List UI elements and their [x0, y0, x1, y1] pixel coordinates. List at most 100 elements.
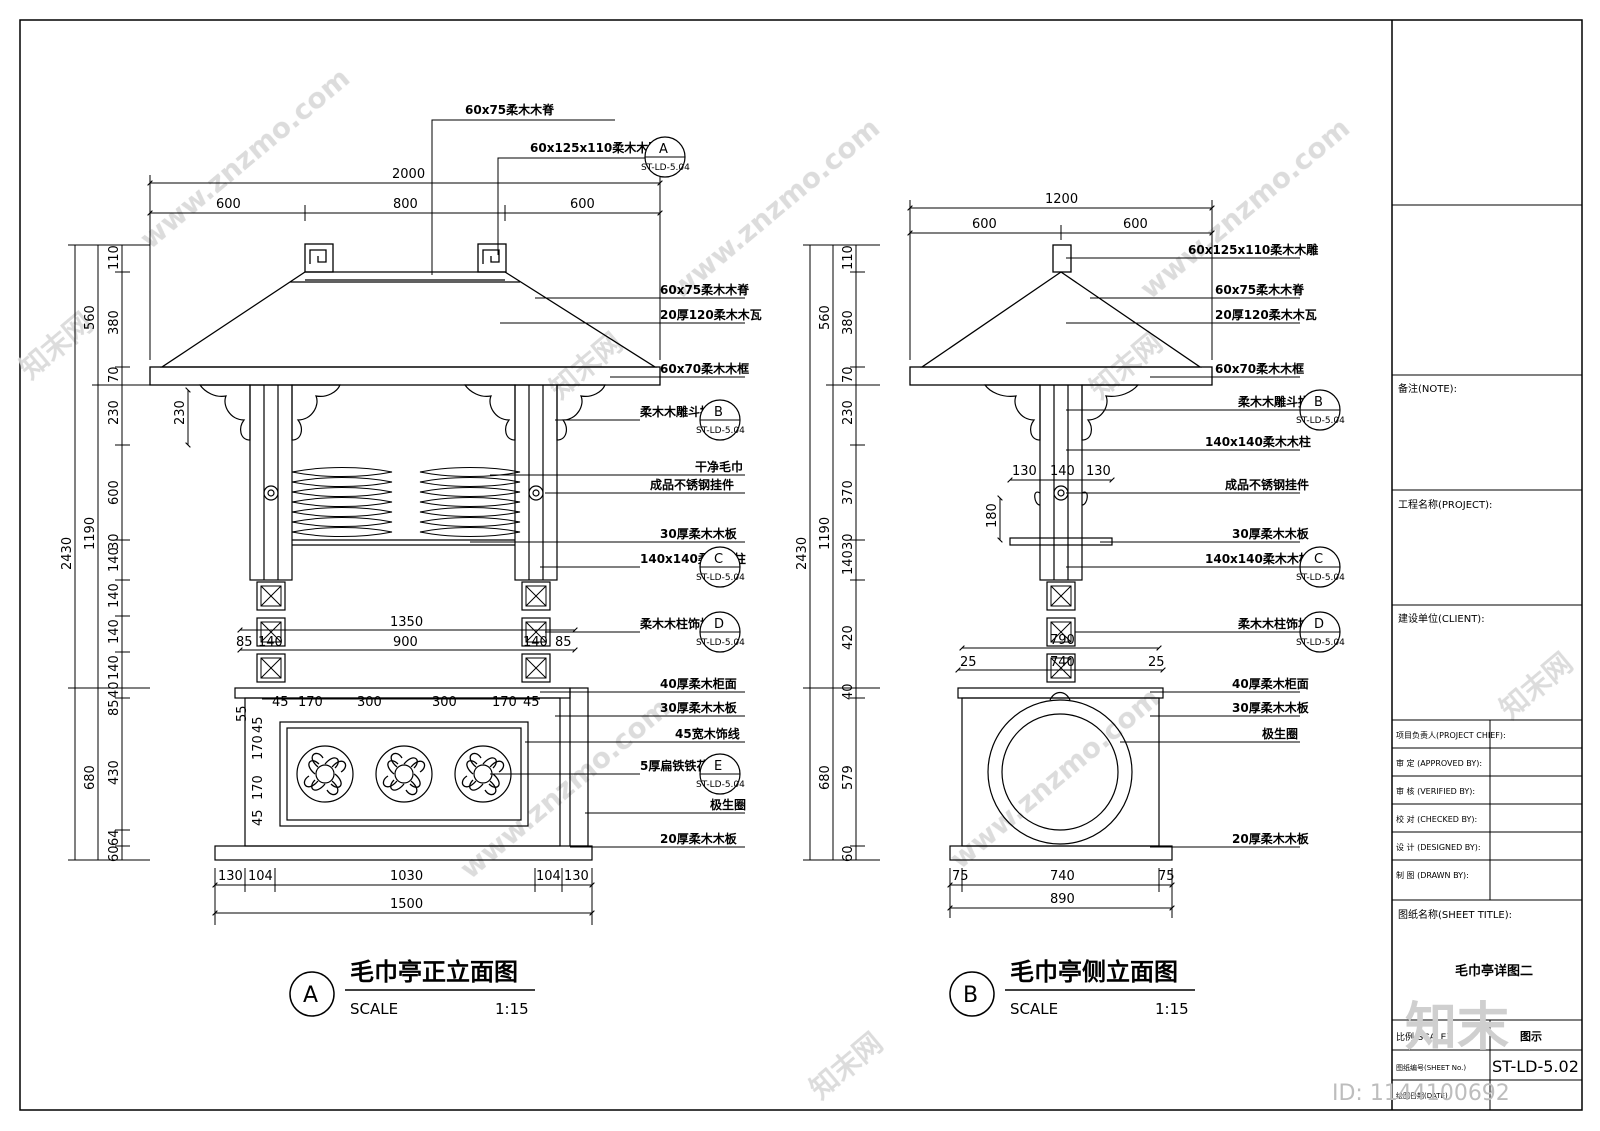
sheet-frame — [19, 19, 1583, 1111]
elev-b-vdim-420: 420 — [841, 625, 856, 650]
elev-b-title-block: B 毛巾亭侧立面图 SCALE 1:15 — [949, 958, 1195, 1018]
elev-a-vdim-85: 85 — [107, 699, 122, 716]
elev-a-left-dims — [68, 244, 150, 861]
elev-b-bottom-dims — [947, 868, 1175, 918]
tb-row-drawn: 制 图 (DRAWN BY): — [1396, 870, 1469, 880]
elev-a-callout-lines — [470, 297, 745, 848]
elev-b-callout-post-block: 柔木木柱饰块 — [1237, 616, 1311, 631]
elev-b-left-dims — [803, 244, 880, 861]
tb-row-chief: 项目负责人(PROJECT CHIEF): — [1396, 730, 1506, 740]
elev-a-ref-b-sheet: ST-LD-5.04 — [696, 426, 745, 436]
elev-a-callout-iron: 5厚扁铁铁花 — [640, 758, 708, 773]
elev-a-vdim-140d: 140 — [107, 655, 122, 680]
elev-b-ref-d-letter: D — [1314, 617, 1324, 632]
elev-b-callout-post-top: 140x140柔木木柱 — [1205, 434, 1311, 449]
elev-a-dim-85a: 85 — [236, 635, 253, 650]
elev-a-panel-dim-45a: 45 — [272, 695, 289, 710]
elev-a-panel-dim-45b: 45 — [523, 695, 540, 710]
tb-sheet-no: ST-LD-5.02 — [1492, 1057, 1579, 1076]
elev-b-ref-c-sheet: ST-LD-5.04 — [1296, 573, 1345, 583]
elev-a-dim-140a: 140 — [258, 635, 283, 650]
elev-b-ref-d-sheet: ST-LD-5.04 — [1296, 638, 1345, 648]
watermark-site-4: www.znzmo.com — [453, 691, 676, 885]
elev-a-dim-900: 900 — [393, 635, 418, 650]
elev-b-callout-ring: 极生圈 — [1262, 726, 1298, 741]
elev-b-vdim-230: 230 — [841, 400, 856, 425]
elev-a-vdim-600: 600 — [107, 480, 122, 505]
elev-a-panel-dim-300a: 300 — [357, 695, 382, 710]
elev-b-callout-frame: 60x70柔木木框 — [1215, 361, 1304, 376]
watermark-logo: 知末 — [1405, 998, 1509, 1058]
elev-a-panel-dim-170a: 170 — [298, 695, 323, 710]
elev-a-scale-value: 1:15 — [495, 1000, 529, 1018]
elev-b-callout-post: 140x140柔木木柱 — [1205, 551, 1311, 566]
elev-a-scale-label: SCALE — [350, 1000, 398, 1018]
elev-a-vdim-430: 430 — [107, 760, 122, 785]
elev-b-dim-130a: 130 — [1012, 464, 1037, 479]
elev-b-dim-740: 740 — [1050, 655, 1075, 670]
elev-b-dim-600-left: 600 — [972, 217, 997, 232]
elev-b-ref-b-sheet: ST-LD-5.04 — [1296, 416, 1345, 426]
elev-b-callout-hook: 成品不锈钢挂件 — [1225, 477, 1309, 492]
elev-b-vdim-upper: 1190 — [818, 517, 833, 550]
elev-b-vdim-lower: 680 — [818, 765, 833, 790]
elev-b-vdim-110: 110 — [841, 245, 856, 270]
tb-date-label: 绘图日期(DATE) — [1396, 1091, 1448, 1100]
elev-b-vdim-60: 60 — [841, 845, 856, 862]
elev-a-bottom-dims — [212, 868, 595, 925]
elev-b-bdim-740: 740 — [1050, 869, 1075, 884]
watermark-id: ID: 1144100692 — [1332, 1081, 1510, 1106]
elev-a-bdim-104a: 104 — [248, 869, 273, 884]
elev-b-ref-b-letter: B — [1314, 395, 1323, 410]
elev-b-title: 毛巾亭侧立面图 — [1010, 958, 1178, 986]
elev-b-inner-dims — [955, 477, 1166, 673]
elev-a-vdim-140a: 140 — [107, 547, 122, 572]
elev-b-ref-b: B ST-LD-5.04 — [1296, 389, 1345, 431]
elev-a-callout-frame: 60x70柔木木框 — [660, 361, 749, 376]
elev-a-dim-600-right: 600 — [570, 197, 595, 212]
elev-a-ref-a-sheet: ST-LD-5.04 — [641, 163, 690, 173]
elev-a-title: 毛巾亭正立面图 — [350, 958, 518, 986]
elev-a-bdim-104b: 104 — [536, 869, 561, 884]
elev-a-title-block: A 毛巾亭正立面图 SCALE 1:15 — [289, 958, 535, 1018]
elev-b-dim-25b: 25 — [1148, 655, 1165, 670]
watermark-brand-5: 知末网 — [1493, 646, 1579, 725]
elev-a-callout-towel: 干净毛巾 — [695, 459, 743, 474]
elev-b-scale-value: 1:15 — [1155, 1000, 1189, 1018]
elev-b-vdim-total: 2430 — [795, 537, 810, 570]
elev-b-scale-label: SCALE — [1010, 1000, 1058, 1018]
elev-a-ref-c-sheet: ST-LD-5.04 — [696, 573, 745, 583]
title-block — [1392, 204, 1582, 1110]
tb-row-designed: 设 计 (DESIGNED BY): — [1396, 842, 1481, 852]
elev-b-callout-panel: 30厚柔木木板 — [1232, 700, 1310, 715]
watermark-site-1: www.znzmo.com — [133, 61, 356, 255]
elev-a-ref-e-letter: E — [714, 759, 722, 774]
elev-a-panel-dim-170b: 170 — [492, 695, 517, 710]
tb-sheet-title: 毛巾亭详图二 — [1455, 963, 1533, 979]
elev-a-roof — [149, 243, 661, 386]
elev-a-dim-1350: 1350 — [390, 615, 423, 630]
elev-a-ref-e: E ST-LD-5.04 — [696, 753, 745, 795]
elev-b-dim-140: 140 — [1050, 464, 1075, 479]
elev-a-ref-a-letter: A — [659, 142, 668, 157]
elev-a-panel-vdim-170a: 170 — [251, 735, 266, 760]
elev-a-dim-600-left: 600 — [216, 197, 241, 212]
elev-a-post-blocks — [256, 581, 551, 683]
elev-b-vdim-30: 30 — [841, 533, 856, 550]
elev-a-vdim-30: 30 — [107, 533, 122, 550]
tb-scale-value: 图示 — [1520, 1030, 1542, 1043]
tb-scale-label: 比例(SCALE) — [1396, 1031, 1450, 1043]
elev-a-vdim-70: 70 — [107, 366, 122, 383]
elev-b-dim-600-right: 600 — [1123, 217, 1148, 232]
elev-a-callout-base: 20厚柔木木板 — [660, 831, 738, 846]
elev-a-panel-vdim-55: 55 — [235, 705, 250, 722]
elev-a-ref-b: B ST-LD-5.04 — [696, 399, 745, 441]
elev-a-title-circle: A — [303, 983, 318, 1008]
elev-b-ref-c: C ST-LD-5.04 — [1296, 546, 1345, 588]
tb-note-label: 备注(NOTE): — [1398, 382, 1457, 395]
elev-a-callout-shelf: 30厚柔木木板 — [660, 526, 738, 541]
elev-b-callout-ridge: 60x75柔木木脊 — [1215, 282, 1305, 297]
elev-a-ref-c-letter: C — [714, 552, 723, 567]
elev-a-vdim-60: 60 — [107, 845, 122, 862]
elev-a-callout-ridge: 60x75柔木木脊 — [660, 282, 750, 297]
